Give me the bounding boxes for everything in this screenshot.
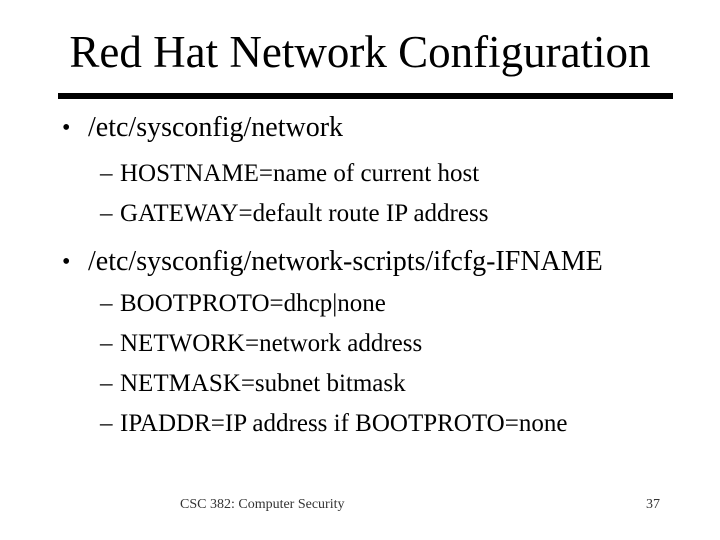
- dash-icon: –: [100, 160, 113, 187]
- bullet-text: /etc/sysconfig/network-scripts/ifcfg-IFN…: [88, 246, 603, 277]
- slide-body: • /etc/sysconfig/network – HOSTNAME=name…: [62, 110, 707, 444]
- dash-icon: –: [100, 370, 113, 397]
- sub-bullet-list: – BOOTPROTO=dhcp|none – NETWORK=network …: [100, 284, 707, 444]
- slide-title: Red Hat Network Configuration: [69, 27, 651, 77]
- title-underline: [58, 93, 673, 99]
- sub-bullet-text: BOOTPROTO=dhcp|none: [120, 290, 386, 317]
- bullet-icon: •: [62, 115, 71, 141]
- slide-page-number: 37: [646, 497, 660, 512]
- sub-bullet-text: NETMASK=subnet bitmask: [120, 370, 406, 397]
- bullet-item: • /etc/sysconfig/network: [62, 110, 707, 146]
- dash-icon: –: [100, 330, 113, 357]
- bullet-icon: •: [62, 249, 71, 275]
- sub-bullet-text: HOSTNAME=name of current host: [120, 160, 480, 187]
- sub-bullet-text: IPADDR=IP address if BOOTPROTO=none: [120, 410, 568, 437]
- bullet-text: /etc/sysconfig/network: [88, 112, 344, 143]
- sub-bullet-text: NETWORK=network address: [120, 330, 423, 357]
- dash-icon: –: [100, 410, 113, 437]
- sub-bullet-item: – NETWORK=network address: [100, 324, 707, 364]
- sub-bullet-item: – HOSTNAME=name of current host: [100, 154, 707, 194]
- sub-bullet-list: – HOSTNAME=name of current host – GATEWA…: [100, 154, 707, 234]
- bullet-item: • /etc/sysconfig/network-scripts/ifcfg-I…: [62, 244, 707, 280]
- dash-icon: –: [100, 200, 113, 227]
- sub-bullet-item: – IPADDR=IP address if BOOTPROTO=none: [100, 404, 707, 444]
- sub-bullet-item: – GATEWAY=default route IP address: [100, 194, 707, 234]
- sub-bullet-item: – BOOTPROTO=dhcp|none: [100, 284, 707, 324]
- dash-icon: –: [100, 290, 113, 317]
- sub-bullet-text: GATEWAY=default route IP address: [120, 200, 489, 227]
- footer-course-label: CSC 382: Computer Security: [180, 497, 345, 512]
- sub-bullet-item: – NETMASK=subnet bitmask: [100, 364, 707, 404]
